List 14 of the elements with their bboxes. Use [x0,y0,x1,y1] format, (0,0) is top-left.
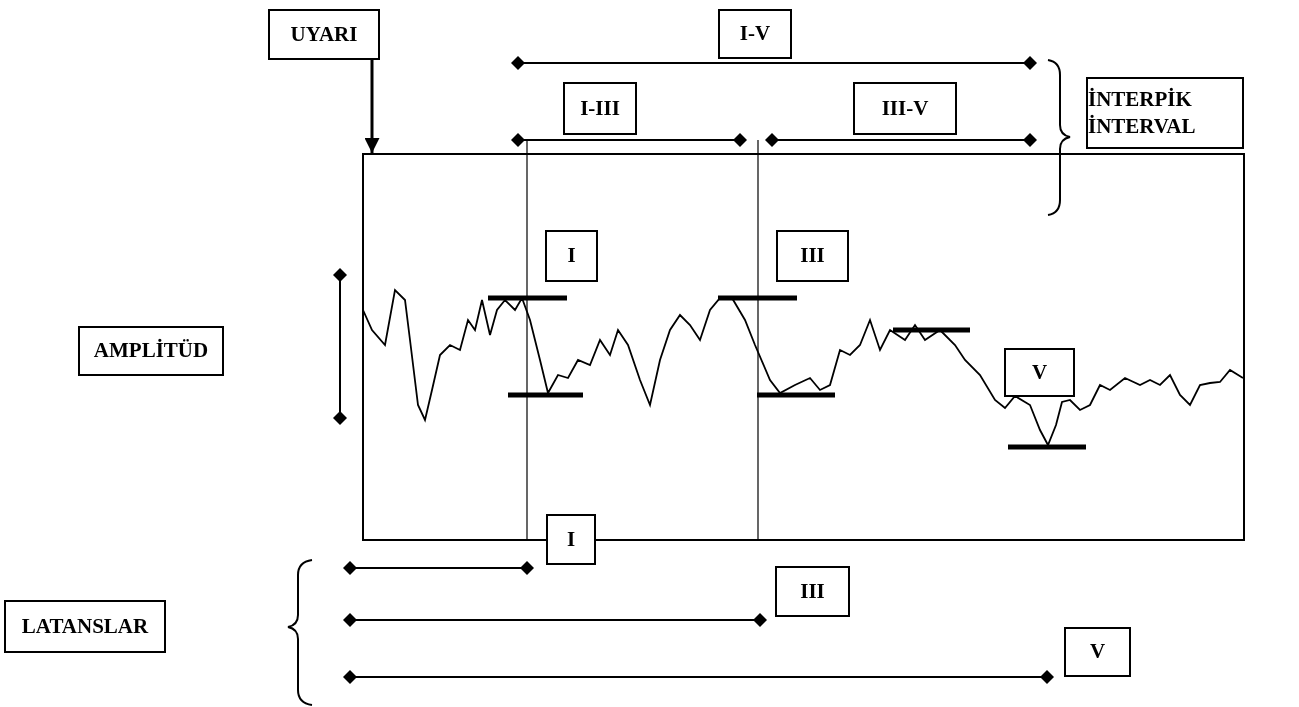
interval-label: I-V [739,20,771,48]
stimulus-label: UYARI [290,20,358,48]
interval-label: III-V [881,94,929,122]
latency-label: III [800,577,825,605]
latency-label: I [566,525,576,553]
latency-label: V [1089,638,1106,666]
interval-label: I-III [580,94,620,122]
interval-label: İNTERPİK İNTERVAL [1088,85,1197,140]
amplitude-label: AMPLİTÜD [93,337,209,365]
latency-label: LATANSLAR [21,612,149,640]
arrow [364,60,380,153]
peak-label: V [1031,358,1048,386]
peak-label: I [567,242,576,270]
peak-label: III [800,242,825,270]
